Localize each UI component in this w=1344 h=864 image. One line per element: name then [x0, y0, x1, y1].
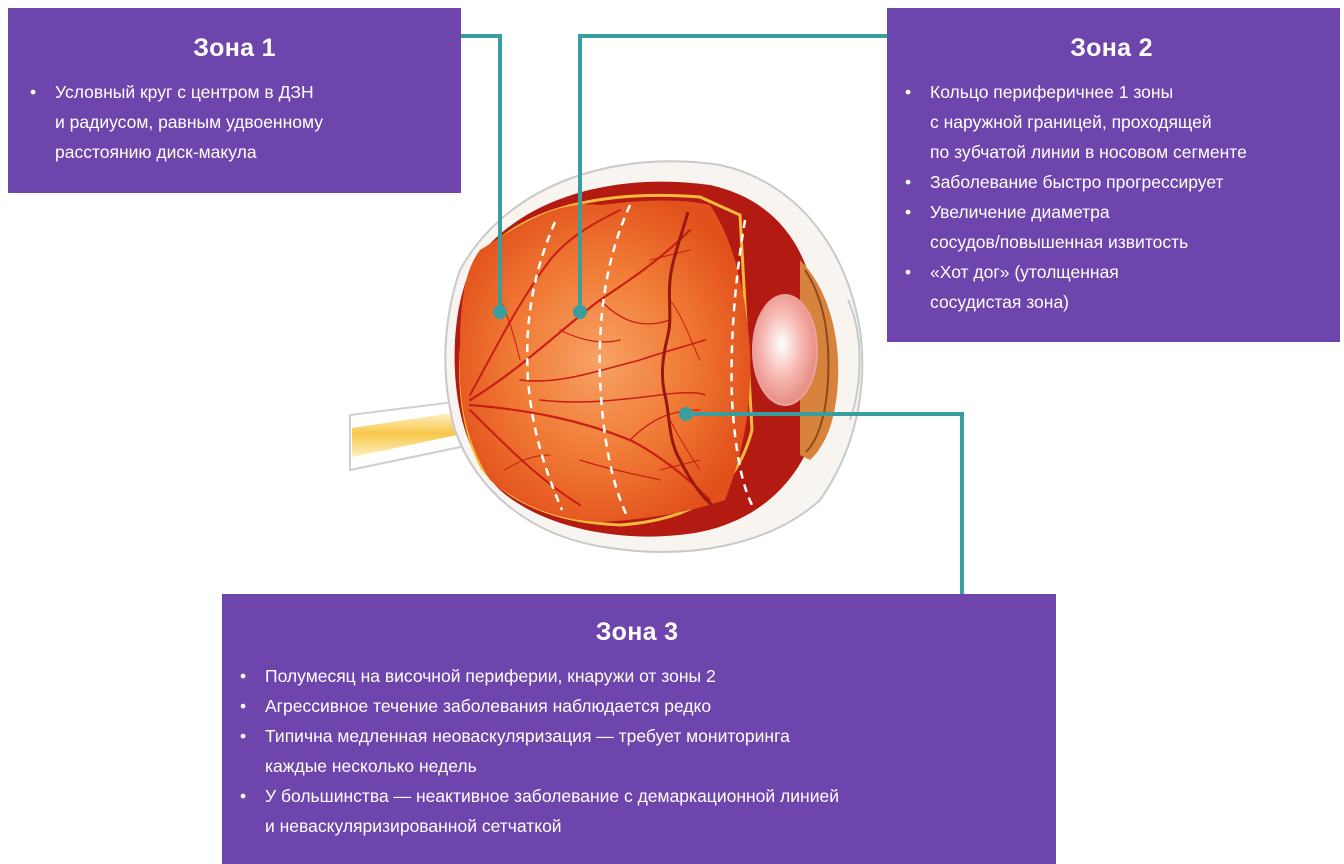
- retina: [460, 200, 751, 522]
- zone3-title: Зона 3: [238, 618, 1036, 647]
- list-item: Условный круг с центром в ДЗН и радиусом…: [28, 77, 441, 167]
- list-item: Полумесяц на височной периферии, кнаружи…: [238, 661, 1036, 691]
- zone2-list: Кольцо периферичнее 1 зоны с наружной гр…: [903, 77, 1320, 317]
- list-item: «Хот дог» (утолщенная сосудистая зона): [903, 257, 1320, 317]
- list-item-line: по зубчатой линии в носовом сегменте: [930, 137, 1320, 167]
- list-item-line: расстоянию диск-макула: [55, 137, 441, 167]
- list-item-line: каждые несколько недель: [265, 751, 1036, 781]
- list-item: Агрессивное течение заболевания наблюдае…: [238, 691, 1036, 721]
- zone1-title: Зона 1: [28, 34, 441, 63]
- zone3-box: Зона 3 Полумесяц на височной периферии, …: [222, 594, 1056, 864]
- list-item-line: с наружной границей, проходящей: [930, 107, 1320, 137]
- zone1-box: Зона 1 Условный круг с центром в ДЗН и р…: [8, 8, 461, 193]
- list-item-line: и радиусом, равным удвоенному: [55, 107, 441, 137]
- list-item: Типична медленная неоваскуляризация — тр…: [238, 721, 1036, 781]
- list-item-line: Агрессивное течение заболевания наблюдае…: [265, 691, 1036, 721]
- connector-dot: [493, 305, 507, 319]
- connector-dot: [573, 305, 587, 319]
- list-item: Кольцо периферичнее 1 зоны с наружной гр…: [903, 77, 1320, 167]
- list-item-line: Заболевание быстро прогрессирует: [930, 167, 1320, 197]
- list-item: Заболевание быстро прогрессирует: [903, 167, 1320, 197]
- list-item: У большинства — неактивное заболевание с…: [238, 781, 1036, 841]
- list-item-line: «Хот дог» (утолщенная: [930, 257, 1320, 287]
- connector-dot: [679, 407, 693, 421]
- zone2-title: Зона 2: [903, 34, 1320, 63]
- list-item-line: сосудов/повышенная извитость: [930, 227, 1320, 257]
- list-item-line: Условный круг с центром в ДЗН: [55, 77, 441, 107]
- list-item-line: Увеличение диаметра: [930, 197, 1320, 227]
- list-item-line: Полумесяц на височной периферии, кнаружи…: [265, 661, 1036, 691]
- list-item-line: У большинства — неактивное заболевание с…: [265, 781, 1036, 811]
- list-item-line: сосудистая зона): [930, 287, 1320, 317]
- list-item-line: Кольцо периферичнее 1 зоны: [930, 77, 1320, 107]
- list-item-line: и неваскуляризированной сетчаткой: [265, 811, 1036, 841]
- list-item: Увеличение диаметра сосудов/повышенная и…: [903, 197, 1320, 257]
- zone2-box: Зона 2 Кольцо периферичнее 1 зоны с нару…: [887, 8, 1340, 342]
- zone3-list: Полумесяц на височной периферии, кнаружи…: [238, 661, 1036, 841]
- list-item-line: Типична медленная неоваскуляризация — тр…: [265, 721, 1036, 751]
- zone1-list: Условный круг с центром в ДЗН и радиусом…: [28, 77, 441, 167]
